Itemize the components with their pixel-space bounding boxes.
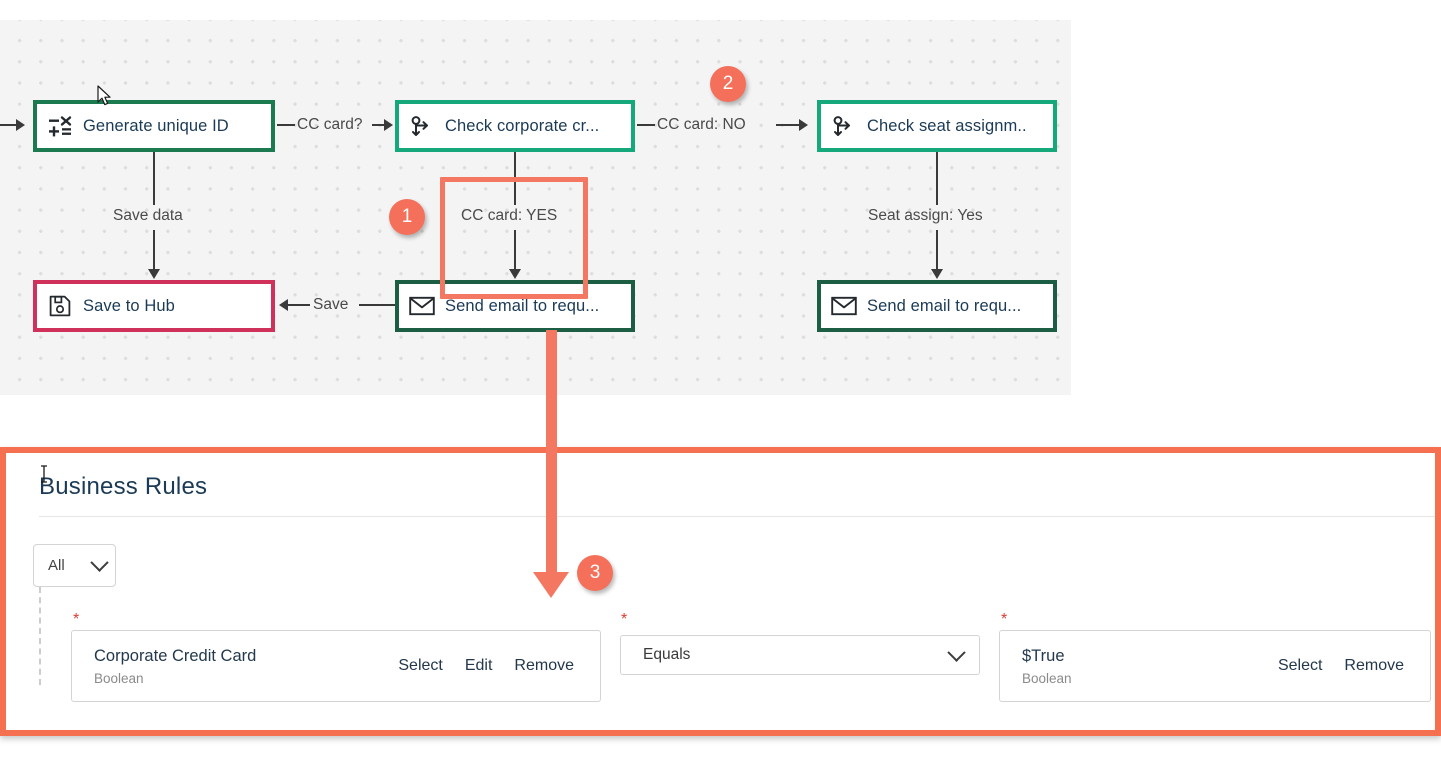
rule-left-operand-text: Corporate Credit Card Boolean [72,646,398,686]
rule-right-operand-type: Boolean [1022,670,1072,686]
node-save-to-hub[interactable]: Save to Hub [33,280,275,332]
decision-branch-icon [399,114,445,138]
annotation-badge-2: 2 [710,66,746,102]
edge-arrow-save [279,299,288,311]
required-marker-left: * [73,611,80,628]
rule-right-operand-name: $True [1022,647,1065,666]
annotation-badge-3: 3 [577,555,613,591]
chevron-down-icon [90,553,109,572]
decision-branch-icon [821,114,867,138]
edge-line-seat-assign-bottom [936,230,938,273]
annotation-highlight-box-1 [440,177,588,299]
node-check-seat-assignment[interactable]: Check seat assignm.. [817,100,1057,152]
edge-arrow-cc-card-yes [509,269,521,279]
edge-line-cc-card-no-right [776,124,801,126]
edge-label-save: Save [313,296,349,313]
scope-select-value: All [48,557,65,574]
rule-left-operand-type: Boolean [94,670,144,686]
page-title: Business Rules [39,473,208,500]
rule-left-operand[interactable]: Corporate Credit Card Boolean Select Edi… [71,630,601,702]
select-link-left[interactable]: Select [398,657,443,674]
rule-right-operand-actions: Select Remove [1278,657,1430,675]
incoming-connector-line [0,124,16,126]
node-label: Generate unique ID [83,116,229,135]
title-divider [39,516,1435,517]
business-rules-panel: Business Rules All * Corporate Credit Ca… [0,447,1441,736]
rule-group-dashed-line [39,587,42,685]
edit-link-left[interactable]: Edit [464,657,493,674]
annotation-arrow-shaft-3 [546,330,557,585]
annotation-arrow-head-3 [533,572,569,598]
node-label: Check seat assignm.. [867,116,1027,135]
edge-line-cc-card-yes-bottom [514,230,516,273]
scope-select[interactable]: All [33,544,116,587]
remove-link-left[interactable]: Remove [514,657,574,674]
math-operations-icon [37,114,83,138]
node-send-email-requester-2[interactable]: Send email to requ... [817,280,1057,332]
edge-arrow-cc-card-no [799,119,808,131]
required-marker-operator: * [621,611,628,628]
edge-line-save-data-top [153,152,155,205]
envelope-icon [399,296,445,316]
rule-right-operand-text: $True Boolean [1000,646,1278,686]
node-send-email-requester-1[interactable]: Send email to requ... [395,280,635,332]
mouse-cursor-pointer [97,85,113,112]
node-label: Check corporate cr... [445,116,600,135]
edge-line-save-data-bottom [153,230,155,273]
edge-line-cc-card-question-left [277,124,295,126]
select-link-right[interactable]: Select [1277,657,1323,674]
edge-line-seat-assign-top [936,152,938,205]
workflow-canvas[interactable]: Generate unique ID CC card? Check corpor… [0,20,1071,395]
save-disk-icon [37,295,83,317]
rule-operator-select[interactable]: Equals [620,635,980,675]
edge-arrow-seat-assign [931,269,943,279]
required-marker-right: * [1001,611,1008,628]
node-label: Send email to requ... [445,296,600,315]
rule-left-operand-actions: Select Edit Remove [398,657,600,675]
envelope-icon [821,296,867,316]
edge-line-cc-card-no-left [637,124,655,126]
edge-label-seat-assign-yes: Seat assign: Yes [868,207,983,224]
chevron-down-icon [947,642,966,662]
rule-right-operand[interactable]: $True Boolean Select Remove [999,630,1431,702]
rule-left-operand-name: Corporate Credit Card [94,647,257,666]
edge-line-save-right [359,304,395,306]
remove-link-right[interactable]: Remove [1344,657,1404,674]
node-label: Save to Hub [83,296,175,315]
rule-operator-value: Equals [643,646,691,663]
node-label: Send email to requ... [867,296,1022,315]
edge-label-cc-card-no: CC card: NO [657,116,746,133]
edge-arrow-cc-card-question [384,119,393,131]
text-cursor-ibeam [39,464,49,488]
incoming-connector-arrow [16,119,25,131]
node-check-corporate-credit[interactable]: Check corporate cr... [395,100,635,152]
edge-line-save-left [288,304,310,306]
edge-label-cc-card-yes: CC card: YES [461,207,558,224]
node-generate-unique-id[interactable]: Generate unique ID [33,100,275,152]
edge-label-cc-card-question: CC card? [297,116,363,133]
edge-arrow-save-data [148,269,160,279]
edge-label-save-data: Save data [113,207,183,224]
annotation-badge-1: 1 [389,199,425,235]
edge-line-cc-card-question-right [372,124,386,126]
